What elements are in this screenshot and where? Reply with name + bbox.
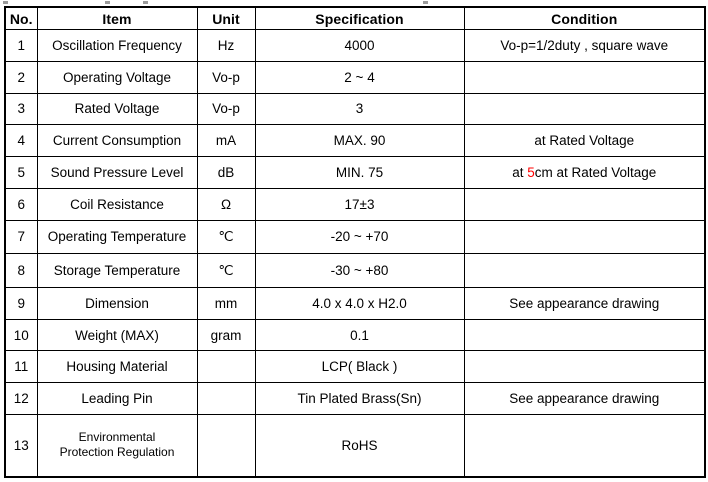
cell-specification: LCP( Black ) bbox=[254, 350, 465, 384]
table-header-row: No. Item Unit Specification Condition bbox=[4, 6, 706, 30]
cell-specification: RoHS bbox=[254, 413, 465, 478]
column-header-item: Item bbox=[36, 6, 198, 30]
cell-specification: MIN. 75 bbox=[254, 156, 465, 189]
cell-no: 9 bbox=[4, 286, 38, 320]
cropped-text-remnant bbox=[3, 1, 8, 4]
condition-text: See appearance drawing bbox=[509, 295, 660, 311]
cell-specification: Tin Plated Brass(Sn) bbox=[254, 382, 465, 415]
condition-text: Vo-p=1/2duty , square wave bbox=[500, 37, 669, 53]
cell-specification: 0.1 bbox=[254, 318, 465, 352]
cell-unit: Vo-p bbox=[196, 92, 256, 126]
column-header-no: No. bbox=[4, 6, 38, 30]
condition-text: at Rated Voltage bbox=[534, 133, 635, 149]
cell-specification: 4.0 x 4.0 x H2.0 bbox=[254, 286, 465, 320]
column-header-unit: Unit bbox=[196, 6, 256, 30]
cell-unit bbox=[196, 413, 256, 478]
cell-no: 8 bbox=[4, 253, 38, 288]
cell-specification: -30 ~ +80 bbox=[254, 253, 465, 288]
cell-condition bbox=[463, 413, 706, 478]
cell-unit: Hz bbox=[196, 29, 256, 62]
cell-no: 4 bbox=[4, 124, 38, 157]
cell-condition bbox=[463, 219, 706, 255]
cell-specification: 3 bbox=[254, 92, 465, 126]
cell-item: Oscillation Frequency bbox=[36, 29, 198, 62]
condition-text: cm at Rated Voltage bbox=[534, 164, 657, 180]
cell-unit bbox=[196, 382, 256, 415]
cell-condition bbox=[463, 187, 706, 221]
cell-item: Current Consumption bbox=[36, 124, 198, 157]
cell-no: 6 bbox=[4, 187, 38, 221]
cell-condition: See appearance drawing bbox=[463, 286, 706, 320]
cell-condition bbox=[463, 350, 706, 384]
cell-no: 1 bbox=[4, 29, 38, 62]
cell-condition: at Rated Voltage bbox=[463, 124, 706, 157]
cell-unit: gram bbox=[196, 318, 256, 352]
cell-condition bbox=[463, 253, 706, 288]
column-header-specification: Specification bbox=[254, 6, 465, 30]
cell-unit: ℃ bbox=[196, 253, 256, 288]
cell-unit: ℃ bbox=[196, 219, 256, 255]
cell-no: 7 bbox=[4, 219, 38, 255]
cell-item: Sound Pressure Level bbox=[36, 156, 198, 189]
cell-condition bbox=[463, 318, 706, 352]
condition-text: See appearance drawing bbox=[509, 391, 660, 407]
cell-specification: 2 ~ 4 bbox=[254, 60, 465, 94]
cell-no: 13 bbox=[4, 413, 38, 478]
cell-condition bbox=[463, 92, 706, 126]
cell-specification: -20 ~ +70 bbox=[254, 219, 465, 255]
cropped-text-remnant bbox=[423, 1, 428, 4]
cell-no: 12 bbox=[4, 382, 38, 415]
cell-condition: See appearance drawing bbox=[463, 382, 706, 415]
cell-no: 11 bbox=[4, 350, 38, 384]
condition-highlight-text: 5 bbox=[527, 164, 535, 180]
cell-item: Leading Pin bbox=[36, 382, 198, 415]
cell-no: 10 bbox=[4, 318, 38, 352]
cell-condition bbox=[463, 60, 706, 94]
cell-no: 5 bbox=[4, 156, 38, 189]
cell-unit bbox=[196, 350, 256, 384]
cell-item: Weight (MAX) bbox=[36, 318, 198, 352]
cell-unit: Ω bbox=[196, 187, 256, 221]
cropped-text-remnant bbox=[143, 1, 148, 4]
cell-specification: 4000 bbox=[254, 29, 465, 62]
cell-no: 2 bbox=[4, 60, 38, 94]
cell-specification: 17±3 bbox=[254, 187, 465, 221]
cell-item: Housing Material bbox=[36, 350, 198, 384]
cell-item: Operating Temperature bbox=[36, 219, 198, 255]
cell-no: 3 bbox=[4, 92, 38, 126]
cell-item: Rated Voltage bbox=[36, 92, 198, 126]
cell-condition: at 5cm at Rated Voltage bbox=[463, 156, 706, 189]
column-header-condition: Condition bbox=[463, 6, 706, 30]
cell-unit: mA bbox=[196, 124, 256, 157]
condition-text: at bbox=[512, 164, 528, 180]
cell-specification: MAX. 90 bbox=[254, 124, 465, 157]
cell-item: Dimension bbox=[36, 286, 198, 320]
cropped-text-remnant bbox=[105, 1, 110, 4]
cell-item: Operating Voltage bbox=[36, 60, 198, 94]
cell-unit: mm bbox=[196, 286, 256, 320]
cell-item: Coil Resistance bbox=[36, 187, 198, 221]
cell-condition: Vo-p=1/2duty , square wave bbox=[463, 29, 706, 62]
cell-unit: Vo-p bbox=[196, 60, 256, 94]
cell-unit: dB bbox=[196, 156, 256, 189]
cell-item: Storage Temperature bbox=[36, 253, 198, 288]
